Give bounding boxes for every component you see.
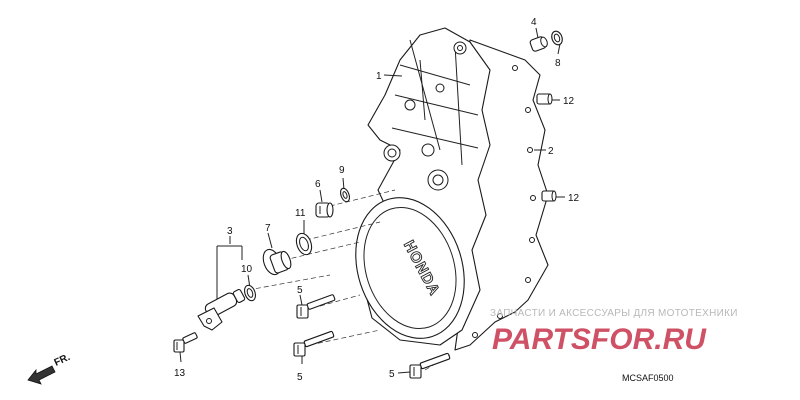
callout-13: 13 xyxy=(174,368,186,379)
cover-ribs xyxy=(391,39,479,166)
callout-10: 10 xyxy=(241,264,253,275)
callout-4: 4 xyxy=(531,17,537,28)
callout-5-upper: 5 xyxy=(297,285,303,296)
watermark: ЗАПЧАСТИ И АКСЕССУАРЫ ДЛЯ МОТОТЕХНИКИ PA… xyxy=(490,308,738,356)
cover-bosses xyxy=(383,41,467,191)
clutch-cover-dome xyxy=(355,197,465,339)
diagram-code: MCSAF0500 xyxy=(622,373,674,383)
callout-5-middle: 5 xyxy=(297,372,303,383)
part-8-o-ring xyxy=(551,30,563,46)
part-5-bolt-lower xyxy=(409,352,451,379)
part-12-dowel-lower xyxy=(541,190,557,202)
part-5-bolt-middle xyxy=(293,330,335,357)
callout-12-upper: 12 xyxy=(563,96,575,107)
part-13-bolt xyxy=(173,332,198,353)
watermark-logo: PARTSFOR.RU xyxy=(492,323,707,356)
clutch-cover-rim xyxy=(363,206,457,330)
part-10-o-ring xyxy=(244,284,256,302)
gasket-bolt-holes xyxy=(472,65,536,338)
callout-5-lower: 5 xyxy=(389,369,395,380)
callout-1: 1 xyxy=(376,71,382,82)
part-6-plug xyxy=(315,202,334,218)
part-9-washer xyxy=(339,187,351,203)
callout-11: 11 xyxy=(295,208,306,219)
part-3-sensor xyxy=(197,288,246,331)
part-12-dowel-upper xyxy=(536,93,553,105)
callout-8: 8 xyxy=(555,58,561,69)
callout-6: 6 xyxy=(315,179,321,190)
callout-7: 7 xyxy=(265,223,271,234)
part-5-bolt-upper xyxy=(296,294,336,319)
front-direction-arrow: FR. xyxy=(27,352,72,385)
callout-12-lower: 12 xyxy=(568,193,580,204)
callout-3: 3 xyxy=(227,226,233,237)
callout-2: 2 xyxy=(548,146,554,157)
part-11-o-ring xyxy=(295,232,313,256)
callout-numbers: 1 2 4 8 12 12 9 6 11 7 3 10 5 5 5 13 xyxy=(174,17,580,383)
front-label: FR. xyxy=(53,352,72,369)
watermark-tagline: ЗАПЧАСТИ И АКСЕССУАРЫ ДЛЯ МОТОТЕХНИКИ xyxy=(490,308,738,319)
part-7-filler-cap xyxy=(262,248,292,276)
callout-9: 9 xyxy=(339,165,345,176)
part-4-collar xyxy=(529,36,548,52)
